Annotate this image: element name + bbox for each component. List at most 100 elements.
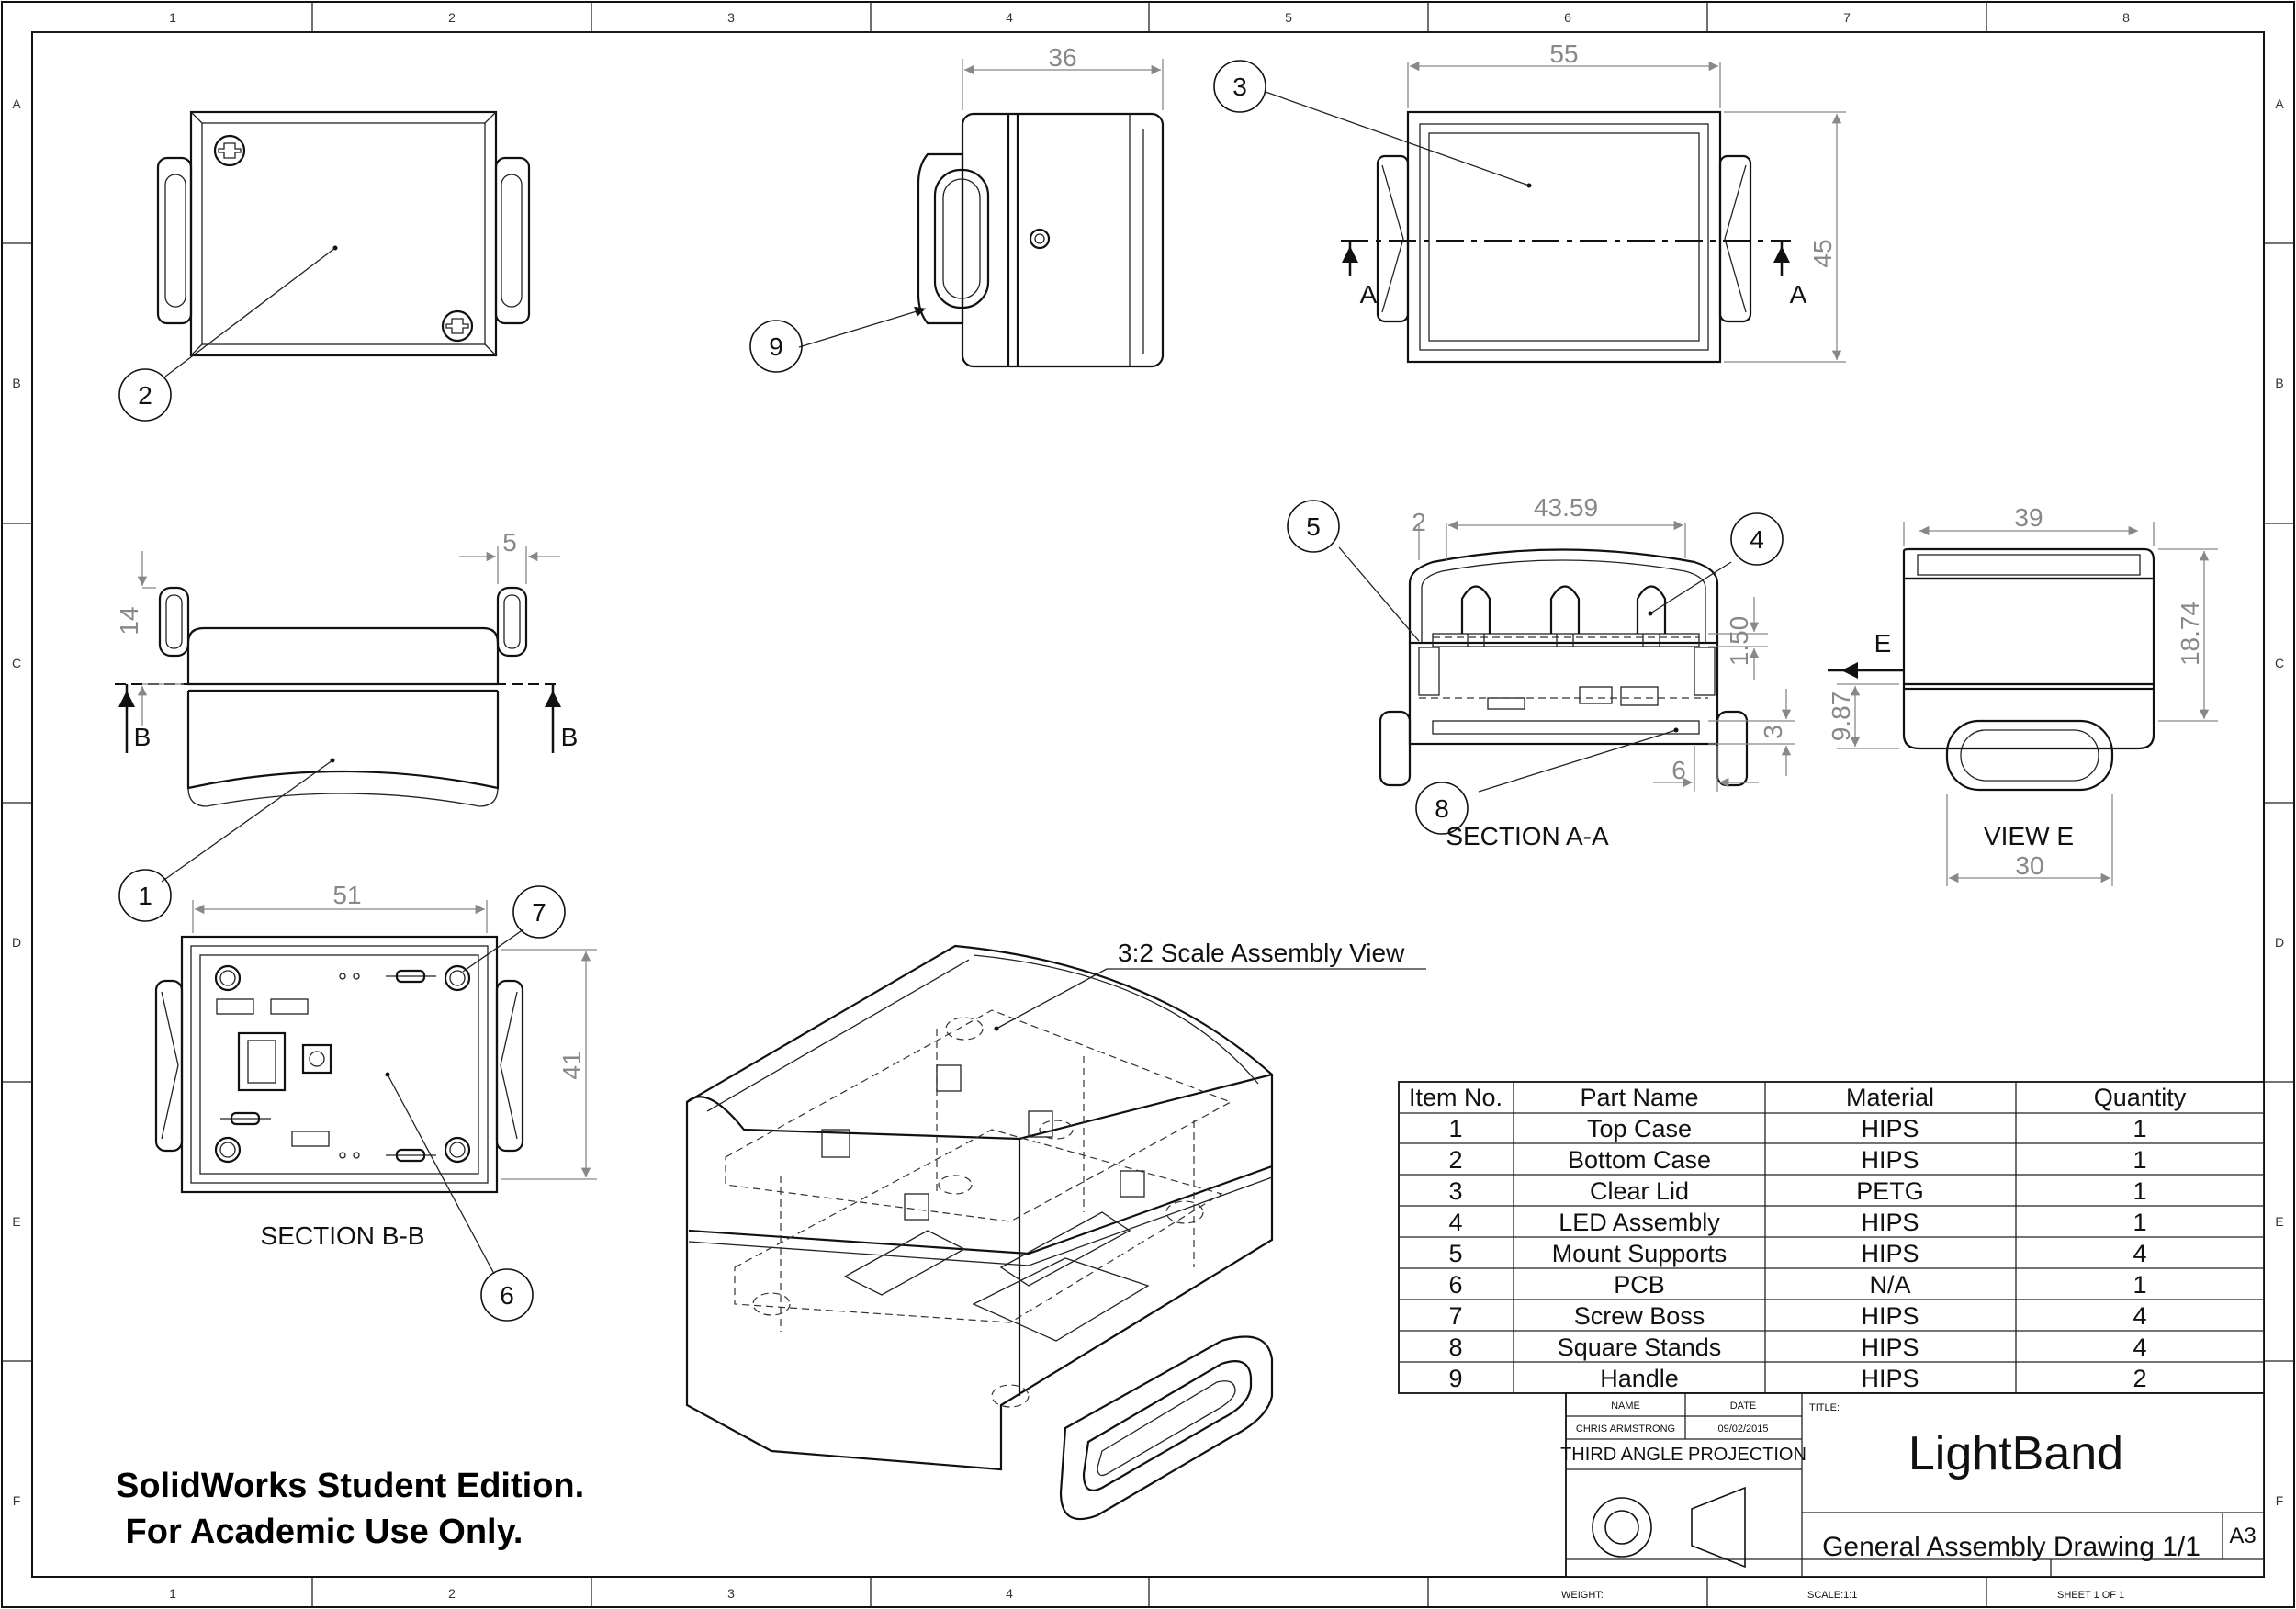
bom-header-quantity: Quantity	[2094, 1084, 2187, 1111]
bom-cell-item-no: 3	[1448, 1177, 1462, 1205]
col-label-5: 5	[1285, 10, 1292, 25]
bom-cell-part-name: LED Assembly	[1559, 1209, 1720, 1236]
balloon-8: 8	[1415, 782, 1469, 835]
dim-sec-a-span: 43.59	[1534, 493, 1598, 522]
row-label-c: C	[12, 656, 21, 670]
balloon-6: 6	[480, 1268, 534, 1322]
section-bb-label: SECTION B-B	[261, 1221, 425, 1250]
lid-view: A A 55 45	[1265, 39, 1846, 364]
screw-boss-icon	[214, 1136, 242, 1164]
bom-cell-quantity: 1	[2133, 1271, 2146, 1299]
side-view-handle: 36	[798, 43, 1165, 368]
bom-cell-part-name: Top Case	[1587, 1115, 1692, 1142]
dim-view-e-bottom: 30	[2015, 851, 2043, 880]
bom-cell-part-name: Bottom Case	[1568, 1146, 1711, 1174]
third-angle-projection-icon	[1592, 1486, 1746, 1569]
screw-head-icon	[213, 134, 246, 167]
bom-cell-quantity: 4	[2133, 1240, 2146, 1267]
bom-cell-item-no: 7	[1448, 1302, 1462, 1330]
row-label-f: F	[13, 1493, 21, 1508]
balloon-1-label: 1	[138, 882, 152, 910]
resistor-icon	[220, 1111, 271, 1126]
tb-name: CHRIS ARMSTRONG	[1576, 1423, 1675, 1435]
dim-view-e-top: 39	[2014, 503, 2043, 532]
title-block: NAME DATE CHRIS ARMSTRONG 09/02/2015 THI…	[1560, 1392, 2265, 1601]
col-label-2: 2	[448, 10, 456, 25]
resistor-icon	[386, 1148, 436, 1163]
dim-sec-a-left: 2	[1412, 508, 1426, 536]
bom-cell-part-name: Square Stands	[1558, 1333, 1722, 1361]
bom-cell-item-no: 5	[1448, 1240, 1462, 1267]
balloon-5-label: 5	[1306, 512, 1321, 541]
bom-cell-part-name: Mount Supports	[1552, 1240, 1728, 1267]
screw-head-icon	[441, 309, 474, 343]
isometric-assembly-view: 3:2 Scale Assembly View	[685, 939, 1426, 1521]
col-label-bottom-3: 3	[727, 1586, 735, 1601]
section-aa-label: SECTION A-A	[1446, 822, 1609, 850]
bom-cell-part-name: Screw Boss	[1574, 1302, 1705, 1330]
bom-cell-quantity: 1	[2133, 1146, 2146, 1174]
bom-cell-material: HIPS	[1861, 1302, 1919, 1330]
bom-cell-quantity: 1	[2133, 1209, 2146, 1236]
bom-cell-part-name: PCB	[1614, 1271, 1665, 1299]
bom-cell-item-no: 1	[1448, 1115, 1462, 1142]
balloon-1: 1	[118, 869, 172, 922]
balloon-7-label: 7	[532, 898, 546, 927]
dim-view-e-offset: 9.87	[1827, 692, 1855, 742]
row-label-right-b: B	[2275, 376, 2283, 390]
led-icon	[1460, 585, 1491, 647]
bom-cell-material: HIPS	[1861, 1333, 1919, 1361]
tb-title-label: TITLE:	[1809, 1402, 1840, 1413]
col-label-8: 8	[2122, 10, 2130, 25]
bom-grid	[1399, 1082, 2264, 1393]
view-e: 39 18.74 9.87 E VIEW E 30	[1827, 503, 2218, 886]
bom-cell-quantity: 2	[2133, 1365, 2146, 1392]
row-label-right-e: E	[2275, 1214, 2283, 1229]
bom-cell-material: HIPS	[1861, 1365, 1919, 1392]
screw-boss-icon	[214, 964, 242, 992]
balloon-3: 3	[1213, 60, 1266, 113]
bom-cell-item-no: 6	[1448, 1271, 1462, 1299]
watermark-line-1: SolidWorks Student Edition.	[116, 1467, 584, 1505]
top-view-bottom-case	[156, 110, 531, 377]
bom-cell-quantity: 1	[2133, 1177, 2146, 1205]
balloon-2-label: 2	[138, 381, 152, 410]
tb-subtitle: General Assembly Drawing 1/1	[1822, 1532, 2200, 1562]
view-e-label: VIEW E	[1984, 822, 2074, 850]
tb-title: LightBand	[1908, 1427, 2123, 1480]
bom-cell-item-no: 8	[1448, 1333, 1462, 1361]
tb-size: A3	[2229, 1524, 2256, 1548]
dim-lid-width: 55	[1549, 39, 1578, 68]
dim-pcb-height: 41	[557, 1051, 586, 1079]
watermark-line-2: For Academic Use Only.	[116, 1513, 523, 1551]
col-label-bottom-4: 4	[1006, 1586, 1013, 1601]
dim-lid-height: 45	[1808, 239, 1837, 267]
dim-front-height: 14	[115, 606, 143, 635]
dim-view-e-height: 18.74	[2176, 602, 2204, 666]
bom-cell-material: PETG	[1856, 1177, 1924, 1205]
section-arrow-b-right: B	[561, 723, 579, 751]
dim-sec-a-stand: 3	[1759, 725, 1787, 739]
view-arrow-e: E	[1874, 629, 1892, 658]
row-label-b: B	[12, 376, 20, 390]
balloon-3-label: 3	[1232, 73, 1247, 101]
screw-boss-icon	[444, 1136, 471, 1164]
row-label-right-f: F	[2276, 1493, 2284, 1508]
row-label-right-a: A	[2275, 96, 2284, 111]
bom-cell-material: HIPS	[1861, 1146, 1919, 1174]
bom-cell-material: HIPS	[1861, 1115, 1919, 1142]
dim-front-handle: 5	[502, 528, 517, 557]
balloon-9: 9	[749, 320, 803, 373]
tb-date-header: DATE	[1730, 1401, 1757, 1412]
bom-cell-material: N/A	[1869, 1271, 1910, 1299]
col-label-7: 7	[1843, 10, 1851, 25]
bom-cell-quantity: 4	[2133, 1302, 2146, 1330]
bom-cell-material: HIPS	[1861, 1209, 1919, 1236]
bom-cell-part-name: Clear Lid	[1590, 1177, 1689, 1205]
tb-name-header: NAME	[1611, 1401, 1640, 1412]
col-label-1: 1	[169, 10, 176, 25]
bom-cell-item-no: 9	[1448, 1365, 1462, 1392]
